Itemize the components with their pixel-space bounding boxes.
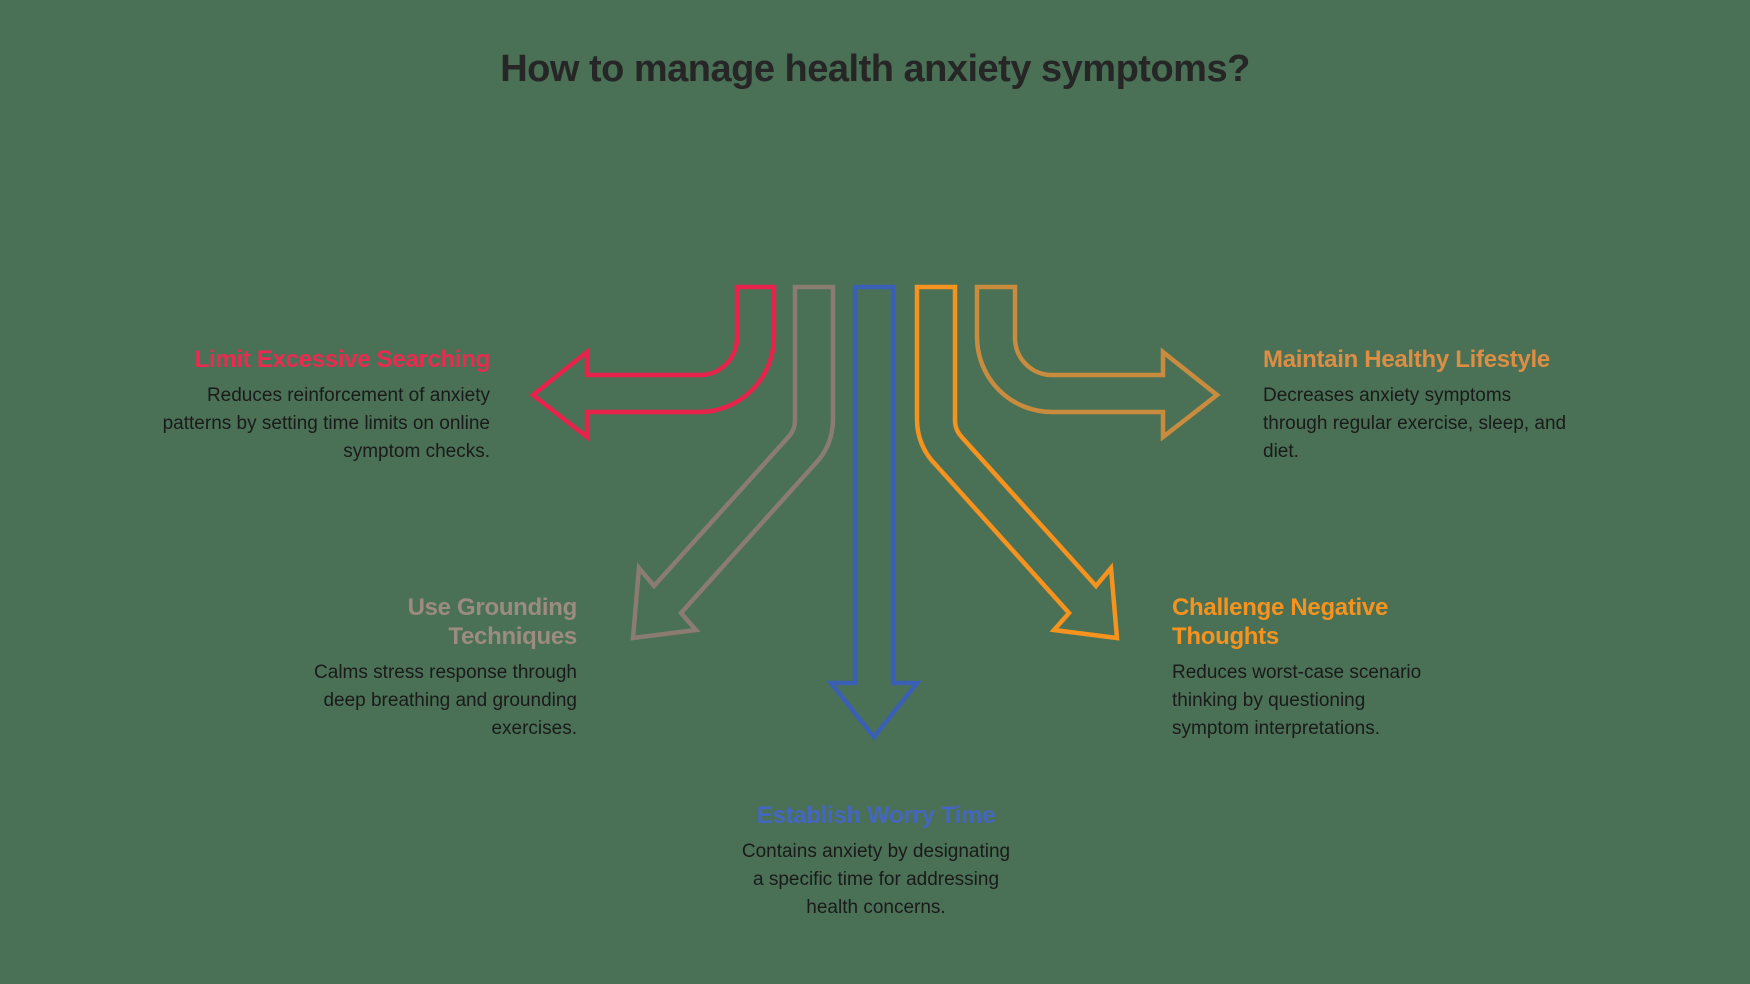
arrow-establish-worry-time-icon [826,284,922,741]
section-description: Calms stress response through deep breat… [314,662,577,739]
section-description: Reduces worst-case scenario thinking by … [1172,662,1422,739]
section-title: Use Grounding Techniques [407,594,578,650]
section-title: Limit Excessive Searching [194,346,491,373]
arrow-use-grounding-techniques-icon [630,284,836,641]
section-title: Establish Worry Time [756,802,996,829]
section-use-grounding-techniques: Use Grounding Techniques Calms stress re… [217,593,577,743]
arrow-challenge-negative-thoughts-icon [914,284,1120,641]
section-title: Maintain Healthy Lifestyle [1263,346,1550,373]
section-title: Challenge Negative Thoughts [1172,594,1389,650]
section-establish-worry-time: Establish Worry Time Contains anxiety by… [696,801,1056,922]
page-title: How to manage health anxiety symptoms? [500,48,1250,90]
section-limit-excessive-searching: Limit Excessive Searching Reduces reinfo… [130,345,491,466]
arrow-limit-excessive-searching-icon [529,284,777,442]
section-description: Reduces reinforcement of anxiety pattern… [162,385,490,462]
section-description: Contains anxiety by designating a specif… [741,841,1011,918]
arrow-maintain-healthy-lifestyle-icon [974,284,1221,442]
section-description: Decreases anxiety symptoms through regul… [1263,385,1567,462]
section-maintain-healthy-lifestyle: Maintain Healthy Lifestyle Decreases anx… [1263,345,1623,466]
section-challenge-negative-thoughts: Challenge Negative Thoughts Reduces wors… [1172,593,1532,743]
